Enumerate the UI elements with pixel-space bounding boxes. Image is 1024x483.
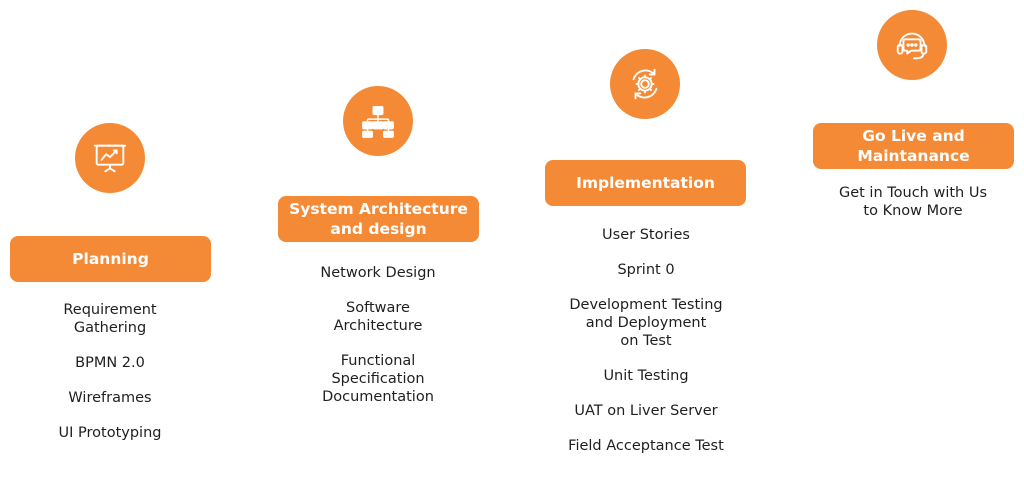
stage-label-system-architecture: System Architecture and design bbox=[278, 196, 479, 242]
list-item: BPMN 2.0 bbox=[75, 355, 145, 371]
stage-label-implementation: Implementation bbox=[545, 160, 746, 206]
list-item: Wireframes bbox=[68, 390, 152, 406]
planning-items: Requirement Gathering BPMN 2.0 Wireframe… bbox=[0, 301, 220, 442]
stage-label-go-live: Go Live and Maintanance bbox=[813, 123, 1014, 169]
list-item: UAT on Liver Server bbox=[574, 403, 718, 419]
system-architecture-items: Network Design Software Architecture Fun… bbox=[268, 264, 488, 406]
implementation-items: User Stories Sprint 0 Development Testin… bbox=[536, 226, 756, 455]
list-item: Functional Specification Documentation bbox=[322, 353, 434, 405]
list-item: Sprint 0 bbox=[617, 262, 675, 278]
list-item: Software Architecture bbox=[333, 300, 423, 334]
list-item: UI Prototyping bbox=[58, 425, 162, 441]
hierarchy-icon bbox=[343, 86, 413, 156]
list-item: Requirement Gathering bbox=[63, 302, 157, 336]
headset-chat-icon bbox=[877, 10, 947, 80]
presentation-chart-icon bbox=[75, 123, 145, 193]
gear-cycle-icon bbox=[610, 49, 680, 119]
list-item: Get in Touch with Us to Know More bbox=[838, 185, 988, 219]
list-item: Development Testing and Deployment on Te… bbox=[569, 297, 723, 349]
list-item: Field Acceptance Test bbox=[568, 438, 724, 454]
list-item: Network Design bbox=[320, 265, 436, 281]
stage-label-planning: Planning bbox=[10, 236, 211, 282]
go-live-items: Get in Touch with Us to Know More bbox=[803, 184, 1023, 220]
list-item: User Stories bbox=[602, 227, 690, 243]
list-item: Unit Testing bbox=[603, 368, 689, 384]
